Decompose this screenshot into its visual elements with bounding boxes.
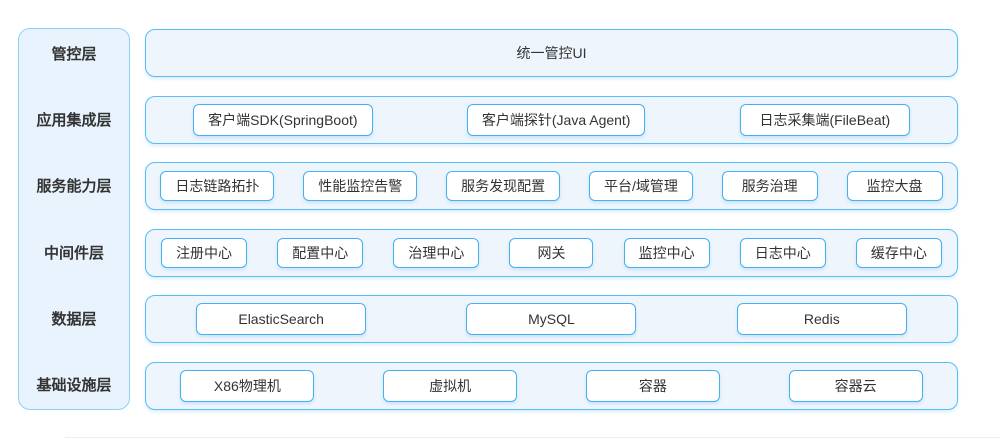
layer-rows: 统一管控UI 客户端SDK(SpringBoot) 客户端探针(Java Agent… [145,29,958,410]
component-box: 注册中心 [161,237,248,268]
bottom-divider [65,437,1000,438]
layer-name-sidebar: 管控层应用集成层服务能力层中间件层数据层基础设施层 [18,28,130,410]
component-box: 配置中心 [277,237,364,268]
layer-row: 注册中心配置中心治理中心网关监控中心日志中心缓存中心 [145,228,958,277]
component-box: 网关 [509,237,594,268]
component-box: 虚拟机 [383,369,518,402]
component-box: 治理中心 [393,237,480,268]
layer-label: 管控层 [51,45,97,63]
component-box: 服务治理 [721,171,818,202]
layer-label: 中间件层 [43,244,104,262]
layer-row: 日志链路拓扑性能监控告警服务发现配置平台/域管理服务治理监控大盘 [145,162,958,211]
layer-row: 统一管控UI [145,29,958,77]
component-box: Redis [736,303,907,336]
component-box: 监控中心 [623,237,710,268]
component-box: 平台/域管理 [588,171,693,202]
component-box: 客户端SDK(SpringBoot) [193,103,373,136]
component-box: 日志链路拓扑 [160,171,275,202]
component-box: 容器云 [788,369,923,402]
component-box: 日志中心 [739,237,826,268]
component-box: MySQL [466,303,637,336]
layer-label: 服务能力层 [36,178,112,196]
layer-label: 基础设施层 [36,377,112,395]
component-box: 缓存中心 [855,237,942,268]
component-box: 服务发现配置 [446,171,561,202]
component-box: ElasticSearch [196,303,367,336]
layer-row: 客户端SDK(SpringBoot) 客户端探针(Java Agent) 日志采集端… [145,95,958,144]
component-box: 日志采集端(FileBeat) [739,103,910,136]
component-label: 统一管控UI [516,45,587,61]
component-box: 容器 [585,369,720,402]
layer-label: 数据层 [51,311,97,329]
component-box: 监控大盘 [846,171,943,202]
component-box: X86物理机 [180,369,315,402]
component-box: 性能监控告警 [303,171,418,202]
layer-row: X86物理机 虚拟机 容器 容器云 [145,361,958,410]
layer-label: 应用集成层 [36,111,112,129]
layer-row: ElasticSearch MySQL Redis [145,295,958,344]
component-box: 客户端探针(Java Agent) [466,103,646,136]
